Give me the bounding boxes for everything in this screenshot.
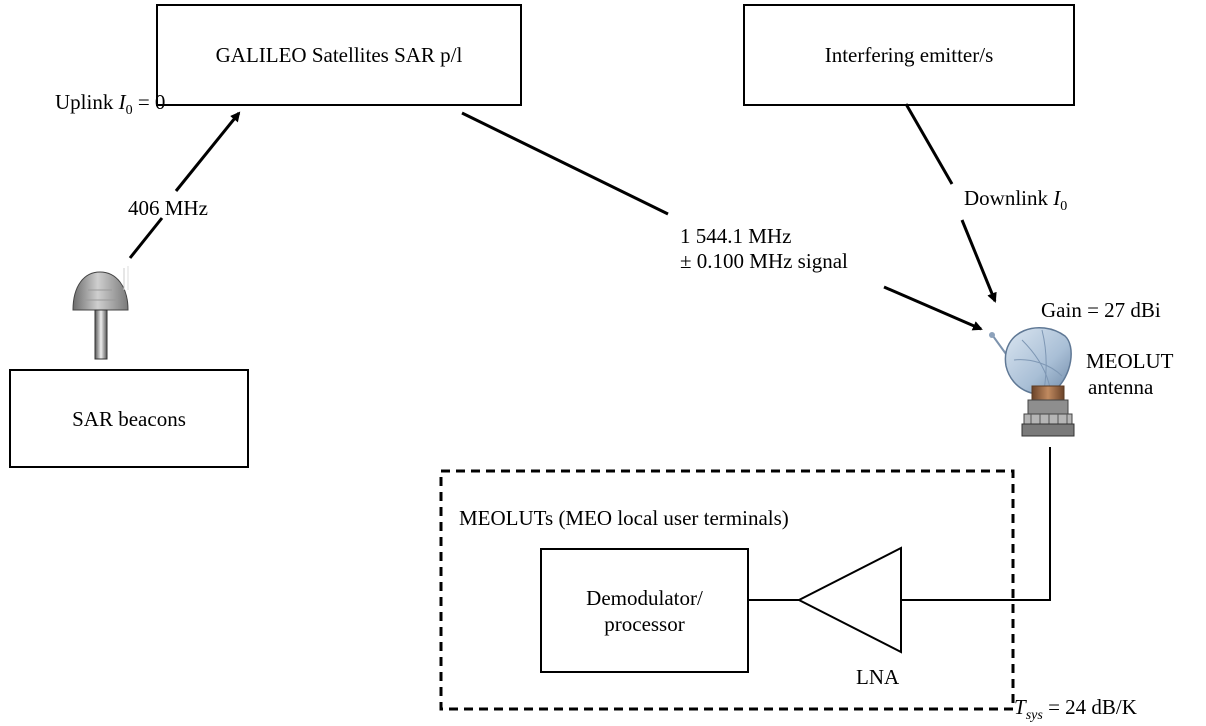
uplink-arrow-upper	[174, 111, 241, 192]
meolut-antenna-label-line1: MEOLUT	[1086, 349, 1174, 373]
galileo-box	[156, 4, 522, 106]
uplink-arrow-lower	[128, 217, 164, 259]
uplink-label: Uplink I0 = 0	[55, 90, 166, 118]
antenna-cable	[901, 447, 1051, 601]
lna-label: LNA	[856, 665, 900, 689]
beacons-box-label: SAR beacons	[72, 406, 186, 431]
demodulator-box-label: Demodulator/ processor	[541, 549, 748, 672]
downlink-label: Downlink I0	[964, 186, 1068, 214]
satellite-dish-icon	[989, 327, 1075, 437]
signal-bandwidth-label: ± 0.100 MHz signal	[680, 249, 848, 273]
interference-arrow-lower	[960, 219, 997, 303]
galileo-box-label: GALILEO Satellites SAR p/l	[215, 43, 463, 67]
meoluts-group-label: MEOLUTs (MEO local user terminals)	[459, 506, 789, 530]
beacons-box	[9, 369, 249, 468]
demodulator-line2: processor	[604, 611, 685, 636]
emitter-box	[743, 4, 1075, 106]
tsys-label: Tsys = 24 dB/K	[1014, 695, 1137, 723]
signal-arrow-lower	[883, 285, 983, 331]
demodulator-line1: Demodulator/	[586, 585, 703, 610]
gain-label: Gain = 27 dBi	[1041, 298, 1161, 322]
emitter-box-label: Interfering emitter/s	[824, 43, 994, 67]
beacon-antenna-icon	[72, 266, 129, 360]
interference-arrow-upper	[904, 103, 954, 185]
uplink-frequency-label: 406 MHz	[128, 196, 208, 220]
meolut-antenna-label-line2: antenna	[1088, 375, 1154, 399]
meoluts-group-box	[439, 469, 1015, 711]
signal-frequency-label: 1 544.1 MHz	[680, 224, 792, 248]
demodulator-box	[540, 548, 749, 673]
lna-amplifier	[796, 546, 902, 654]
signal-arrow-upper	[461, 111, 669, 216]
